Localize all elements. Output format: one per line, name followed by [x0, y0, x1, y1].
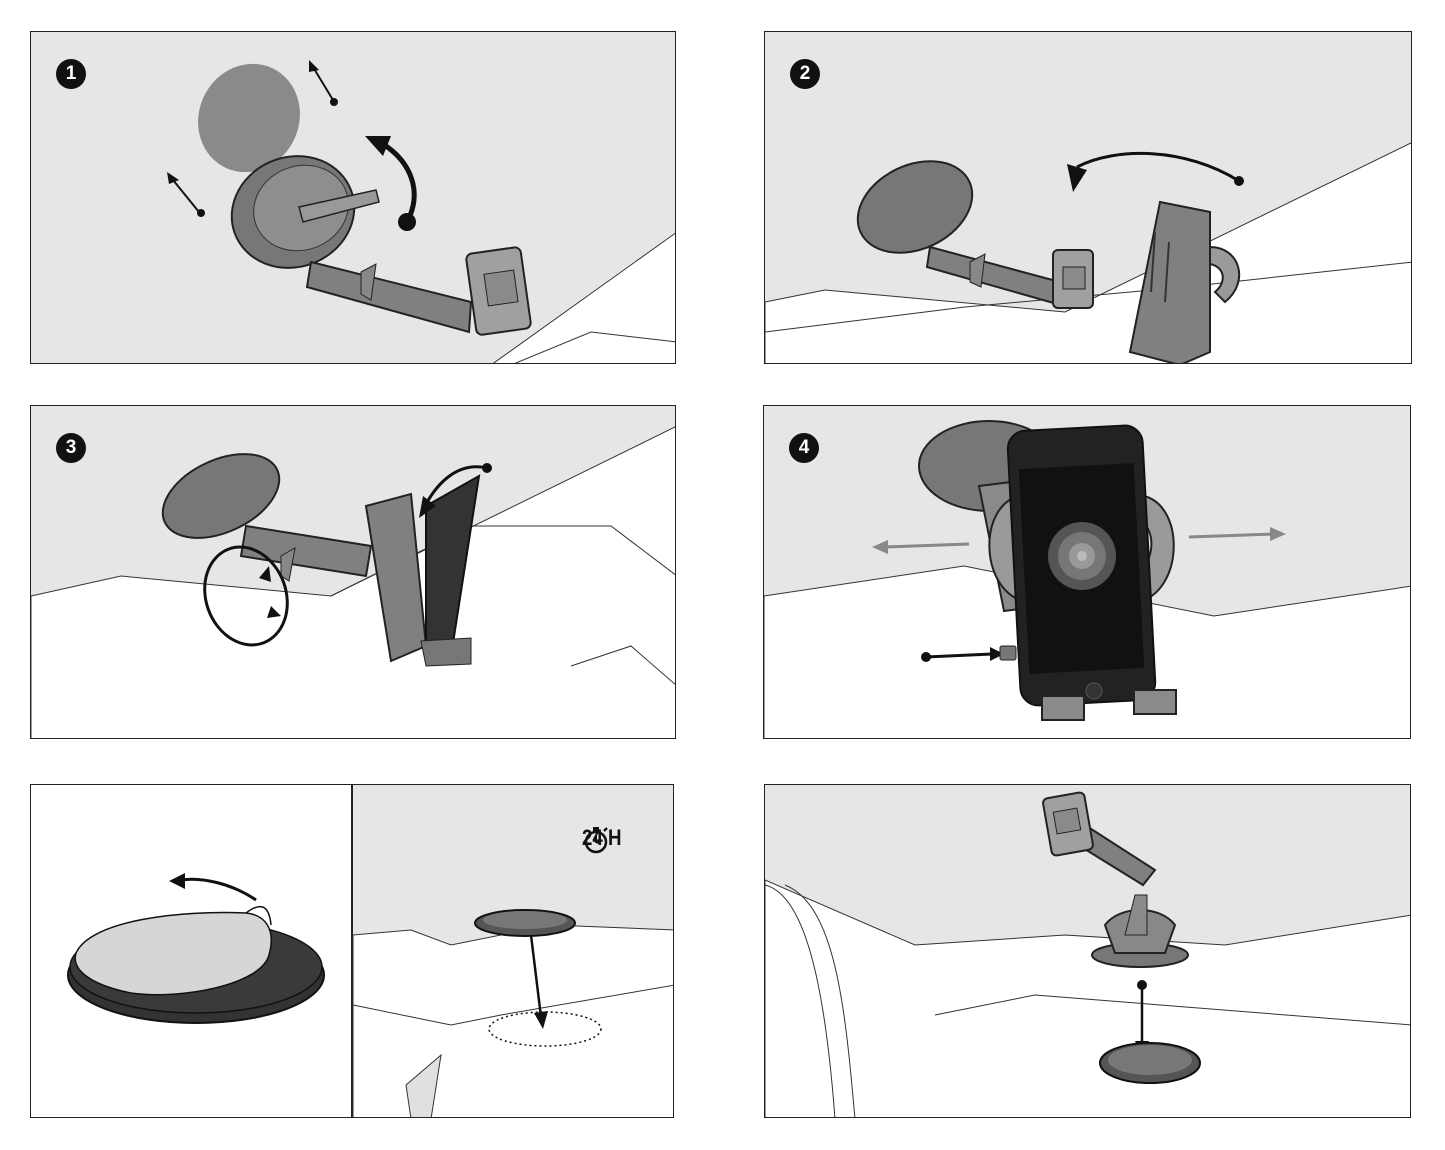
stopwatch-icon — [584, 827, 608, 854]
suction-cup-mount — [856, 160, 1094, 309]
extend-arms-arrows — [872, 527, 1286, 554]
release-button-arrow — [921, 645, 1017, 662]
adhesive-pad-panel: 24 H — [30, 784, 674, 1118]
step-4-panel: 4 — [763, 405, 1411, 739]
step-4-illustration — [764, 406, 1410, 738]
peel-liner-arrow — [169, 873, 257, 902]
step-number-badge: 4 — [789, 433, 819, 463]
suction-cup-mount — [1042, 791, 1189, 968]
mount-on-dashboard-illustration — [765, 785, 1410, 1117]
step-number-badge: 1 — [56, 59, 86, 89]
curing-time-label: 24 H — [582, 825, 622, 850]
step-number-badge: 2 — [790, 59, 820, 89]
suction-cup-mount — [161, 453, 373, 582]
target-spot — [488, 1011, 602, 1047]
phone-cradle — [1128, 200, 1241, 363]
step-2-illustration — [765, 32, 1411, 363]
step-1-illustration — [31, 32, 675, 363]
adhesive-pad-illustration — [31, 785, 673, 1117]
step-number-badge: 3 — [56, 433, 86, 463]
attach-arrow — [1067, 151, 1244, 192]
dashboard-disc — [474, 909, 576, 937]
step-3-panel: 3 — [30, 405, 676, 739]
step-1-panel: 1 — [30, 31, 676, 364]
flower-wallpaper — [1048, 522, 1116, 590]
suction-cup-mount — [230, 155, 532, 336]
step-3-illustration — [31, 406, 675, 738]
peel-arrow-left — [167, 172, 205, 217]
tilt-arrow — [203, 545, 289, 647]
adhesive-disc — [1099, 1042, 1201, 1084]
phone-cradle — [364, 474, 481, 667]
step-2-panel: 2 — [764, 31, 1412, 364]
placement-arrow — [529, 934, 548, 1029]
adhesive-disc — [67, 905, 325, 1024]
mount-on-dashboard-panel — [764, 784, 1411, 1118]
peel-arrow-top — [309, 60, 338, 106]
cradle-feet — [1041, 689, 1177, 721]
curing-time: 24 H — [582, 825, 628, 854]
protective-film — [198, 63, 300, 173]
insert-phone-arrow — [419, 463, 492, 518]
rotate-arrow — [365, 136, 417, 231]
smartphone — [1006, 424, 1157, 707]
